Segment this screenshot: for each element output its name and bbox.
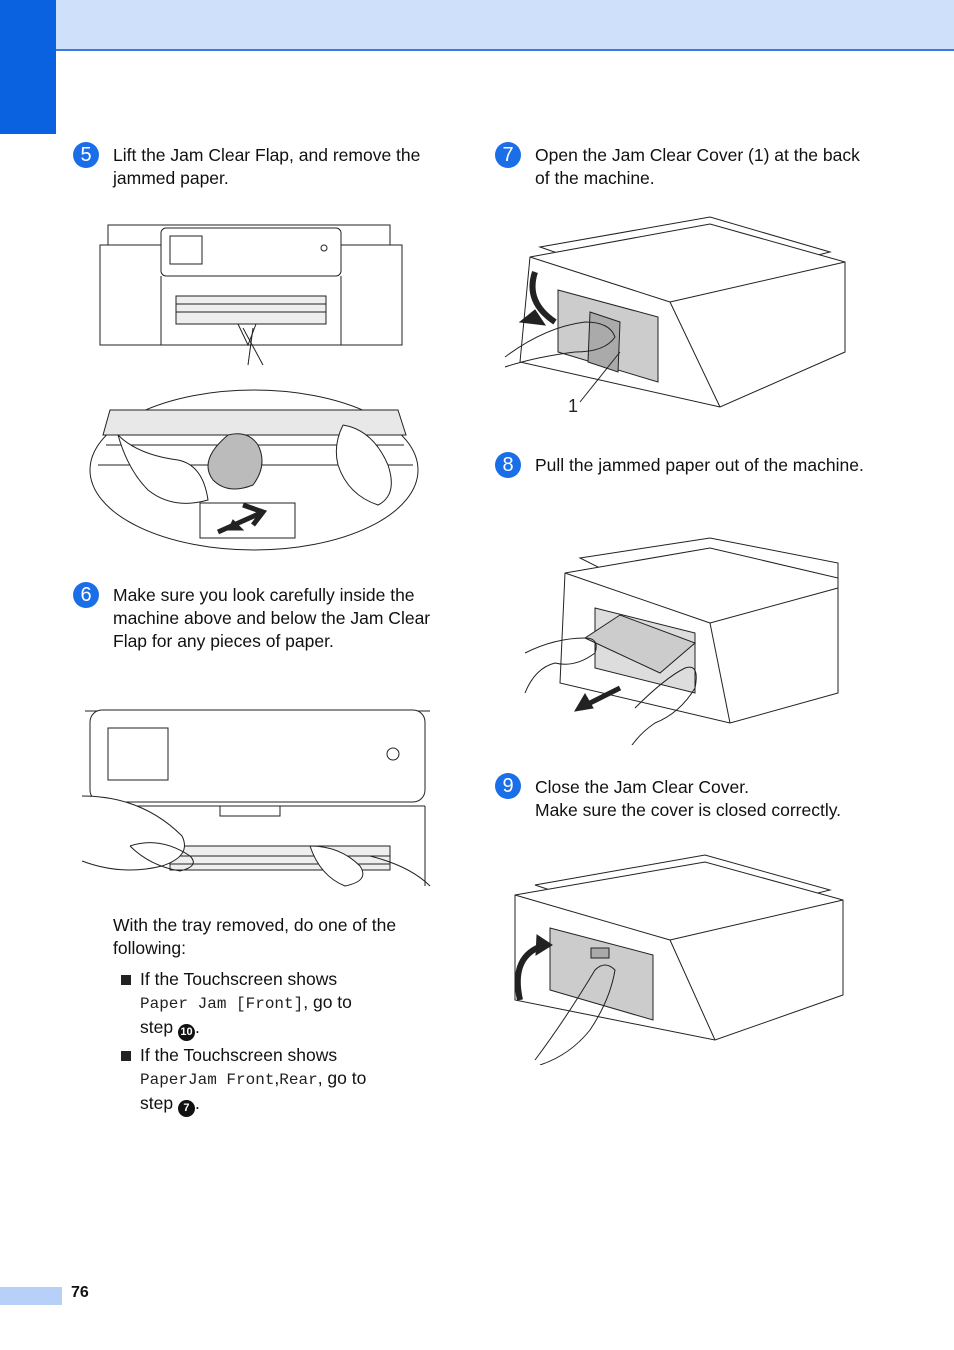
chapter-tab: [0, 0, 56, 134]
step-6-text: Make sure you look carefully inside the …: [113, 585, 431, 651]
bullet-marker: [121, 1051, 131, 1061]
step-5-text: Lift the Jam Clear Flap, and remove the …: [113, 145, 421, 188]
tray-removed-note: With the tray removed, do one of the fol…: [113, 915, 397, 958]
bullet-text: ,: [274, 1068, 280, 1088]
step-5-badge: 5: [73, 142, 99, 168]
touchscreen-message: PaperJam Front: [140, 1071, 275, 1089]
bullet-text: .: [194, 1017, 200, 1037]
bullet-text: .: [194, 1093, 200, 1113]
header-bar: [0, 0, 954, 51]
page-number-tab: [0, 1287, 62, 1305]
step-7-badge: 7: [495, 142, 521, 168]
step-9-line-2: Make sure the cover is closed correctly.: [535, 800, 842, 820]
step-6-badge: 6: [73, 582, 99, 608]
illustration-inside-machine: [80, 706, 435, 891]
bullet-text: If the Touchscreen shows: [140, 1045, 338, 1065]
bullet-text: , go to: [317, 1068, 367, 1088]
touchscreen-message: Paper Jam [Front]: [140, 995, 304, 1013]
step-7-text: Open the Jam Clear Cover (1) at the back…: [535, 145, 860, 188]
page-number: 76: [71, 1284, 89, 1301]
step-reference: 10: [177, 1024, 195, 1041]
bullet-paper-jam-front: If the Touchscreen shows Paper Jam [Fron…: [140, 968, 430, 1041]
illustration-jam-clear-flap: [88, 220, 423, 552]
bullet-paper-jam-front-rear: If the Touchscreen shows PaperJam Front,…: [140, 1044, 430, 1117]
step-9-text: Close the Jam Clear Cover. Make sure the…: [535, 776, 895, 822]
step-9-line-1: Close the Jam Clear Cover.: [535, 777, 749, 797]
touchscreen-message: Rear: [279, 1071, 318, 1089]
bullet-text: step: [140, 1093, 174, 1113]
bullet-marker: [121, 975, 131, 985]
step-8-badge: 8: [495, 452, 521, 478]
step-8-text: Pull the jammed paper out of the machine…: [535, 455, 864, 475]
bullet-text: If the Touchscreen shows: [140, 969, 338, 989]
illustration-close-jam-clear-cover: [505, 850, 845, 1065]
illustration-pull-paper-out: [520, 533, 840, 745]
bullet-text: step: [140, 1017, 174, 1037]
step-9-badge: 9: [495, 773, 521, 799]
callout-1-label: 1: [568, 396, 578, 416]
step-reference: 7: [177, 1100, 195, 1117]
bullet-text: , go to: [303, 992, 352, 1012]
illustration-open-jam-clear-cover: 1: [500, 212, 855, 416]
